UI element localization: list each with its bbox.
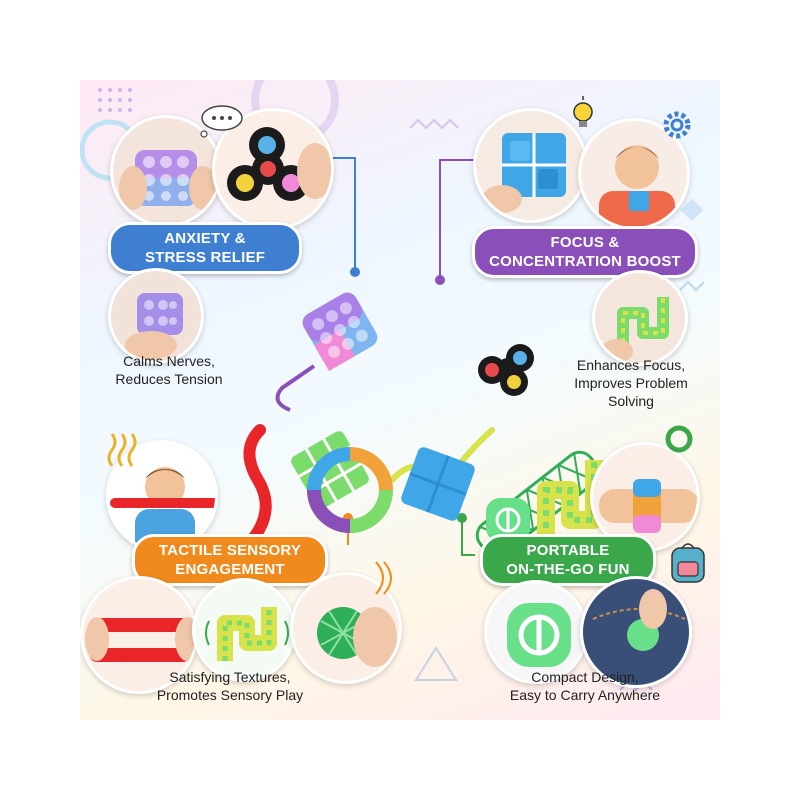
pop-it-keychain bbox=[302, 292, 378, 371]
snake-puzzle-icon bbox=[601, 297, 669, 363]
focus-title-line-2: CONCENTRATION BOOST bbox=[489, 253, 681, 270]
portable-caption-line-1: Compact Design, bbox=[531, 669, 639, 685]
connector-focus bbox=[439, 159, 475, 278]
focus-concentration-badge: FOCUS & CONCENTRATION BOOST bbox=[472, 226, 698, 278]
tactile-title-line-1: TACTILE SENSORY bbox=[158, 542, 302, 559]
red-tube-icon bbox=[85, 617, 195, 662]
center-snake-puzzle-yellow bbox=[537, 460, 603, 540]
fidget-spinner-icon bbox=[227, 127, 331, 201]
photo-pop-it-squeeze bbox=[108, 268, 204, 364]
focus-caption-line-1: Enhances Focus, bbox=[576, 357, 686, 373]
infinity-cube-icon bbox=[482, 133, 566, 213]
keychain-clip bbox=[275, 364, 316, 412]
portable-title-line-2: ON-THE-GO FUN bbox=[506, 561, 630, 578]
wrist-bracelet-icon bbox=[599, 479, 697, 533]
photo-red-tube bbox=[80, 576, 198, 694]
thought-bubble-icon bbox=[200, 105, 243, 138]
green-squeeze-toy-icon bbox=[507, 603, 571, 667]
backpack-icon bbox=[671, 543, 705, 583]
deco-dots bbox=[98, 88, 132, 112]
photo-snake-puzzle-hands bbox=[592, 270, 688, 366]
pop-it-bracelet bbox=[307, 447, 393, 533]
green-stress-toy bbox=[486, 498, 530, 542]
focus-caption: Enhances Focus, Improves Problem Solving bbox=[556, 356, 706, 410]
anxiety-stress-relief-badge: ANXIETY & STRESS RELIEF bbox=[108, 222, 302, 274]
tactile-caption: Satisfying Textures, Promotes Sensory Pl… bbox=[130, 668, 330, 704]
portable-title-line-1: PORTABLE bbox=[526, 542, 610, 559]
pocket-jeans-icon bbox=[592, 589, 686, 651]
connector-portable bbox=[461, 520, 475, 556]
tactile-caption-line-2: Promotes Sensory Play bbox=[156, 687, 304, 703]
photo-snake-puzzle bbox=[192, 578, 296, 682]
focus-title-line-1: FOCUS & bbox=[550, 234, 620, 251]
anxiety-title-line-2: STRESS RELIEF bbox=[144, 249, 266, 266]
center-fidget-spinner bbox=[478, 344, 534, 396]
photo-infinity-cube bbox=[473, 108, 588, 223]
focus-caption-line-2: Improves Problem bbox=[574, 375, 688, 391]
anxiety-title-line-1: ANXIETY & bbox=[164, 230, 246, 247]
center-infinity-cube bbox=[401, 447, 475, 521]
photo-mesh-ball-squeeze bbox=[290, 572, 402, 684]
vibration-waves-icon bbox=[375, 561, 392, 595]
mesh-ball-icon bbox=[317, 607, 397, 667]
pop-it-square-icon bbox=[119, 150, 217, 210]
portable-caption: Compact Design, Easy to Carry Anywhere bbox=[480, 668, 690, 704]
man-with-cube-illustration bbox=[599, 145, 675, 227]
heat-waves-icon bbox=[107, 433, 137, 467]
portable-caption-line-2: Easy to Carry Anywhere bbox=[509, 687, 661, 703]
anxiety-caption: Calms Nerves, Reduces Tension bbox=[94, 352, 244, 388]
gear-icon bbox=[663, 111, 691, 139]
lightbulb-icon bbox=[573, 96, 593, 127]
photo-man-solving-cube bbox=[578, 118, 690, 230]
infographic-panel: ANXIETY & STRESS RELIEF Calms Nerves, Re… bbox=[80, 80, 720, 720]
focus-caption-line-3: Solving bbox=[608, 393, 654, 409]
anxiety-caption-line-2: Reduces Tension bbox=[115, 371, 223, 387]
deco-zigzag bbox=[409, 118, 459, 130]
product-collage-lower bbox=[307, 447, 603, 542]
tactile-caption-line-1: Satisfying Textures, bbox=[169, 669, 291, 685]
anxiety-caption-line-1: Calms Nerves, bbox=[123, 353, 215, 369]
connector-lines bbox=[332, 157, 475, 556]
deco-zigzag-right bbox=[679, 280, 705, 292]
pop-it-small-icon bbox=[125, 293, 183, 359]
product-collage bbox=[243, 292, 600, 586]
photo-green-toy bbox=[484, 580, 588, 684]
portable-on-the-go-badge: PORTABLE ON-THE-GO FUN bbox=[480, 534, 656, 586]
connector-anxiety bbox=[332, 157, 356, 270]
stress-ring-icon bbox=[665, 425, 693, 453]
yellow-snake-puzzle-icon bbox=[205, 607, 289, 661]
tactile-title-line-2: ENGAGEMENT bbox=[175, 561, 285, 578]
photo-toy-in-pocket bbox=[580, 576, 692, 688]
deco-triangle bbox=[414, 646, 458, 681]
